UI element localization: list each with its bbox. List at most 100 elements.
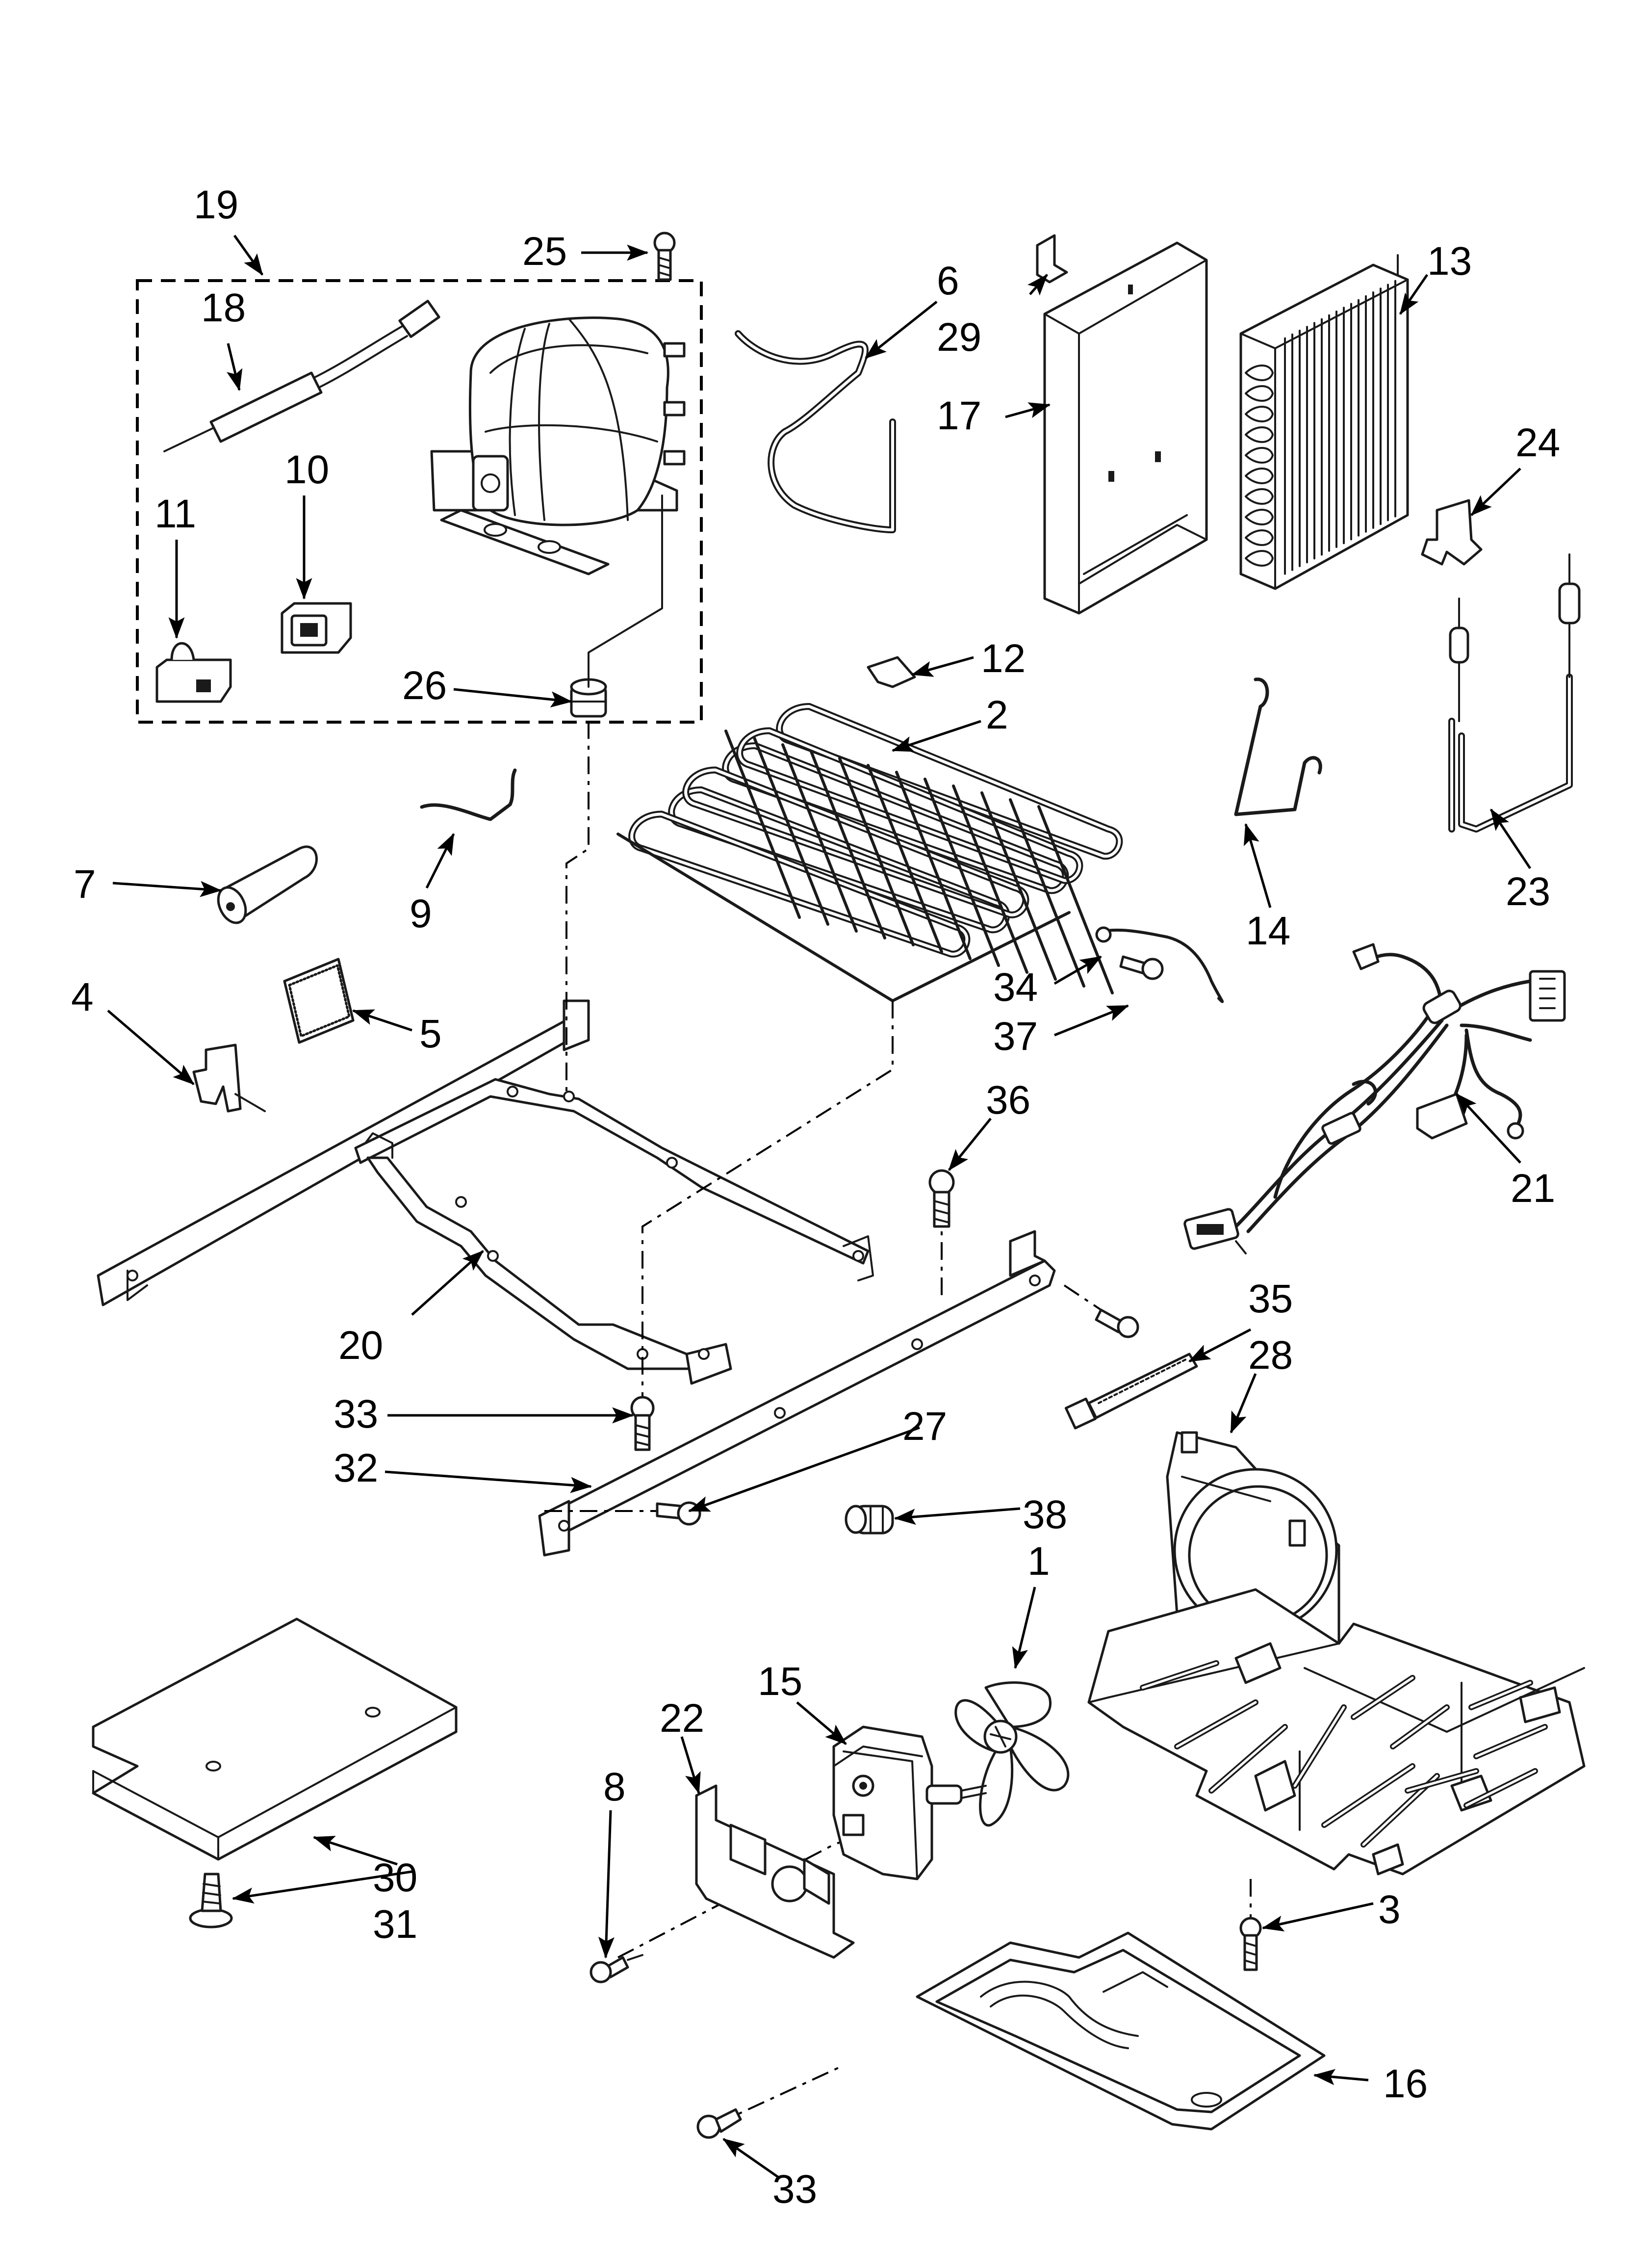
base-rib-inner xyxy=(1391,1706,1448,1748)
callout-30: 30 xyxy=(373,1855,417,1900)
screw-33-upper xyxy=(630,1396,655,1451)
screw-3 xyxy=(1239,1917,1262,1971)
base-pan xyxy=(1087,1588,1586,1876)
screw-27 xyxy=(656,1501,701,1526)
callout-labels: 19 18 25 6 29 17 13 24 10 11 26 12 2 14 … xyxy=(71,182,1560,2212)
centerline-compressor xyxy=(565,721,590,1094)
callout-35: 35 xyxy=(1248,1277,1293,1321)
filter-drier xyxy=(163,300,440,452)
callout-14: 14 xyxy=(1246,909,1290,953)
callout-11: 11 xyxy=(154,492,196,536)
callout-13: 13 xyxy=(1427,239,1472,284)
callout-36: 36 xyxy=(986,1078,1030,1122)
evaporator-fin-wire xyxy=(980,791,1057,981)
condenser-tube-bend xyxy=(1245,406,1274,422)
condenser-tube-bend xyxy=(1245,365,1274,381)
plug-38 xyxy=(845,1505,894,1535)
hanger-14 xyxy=(1234,678,1322,816)
foot-31 xyxy=(189,1873,233,1929)
evaporator-loop xyxy=(776,703,1123,860)
compressor xyxy=(430,316,686,575)
evaporator-fin-wire xyxy=(753,736,829,926)
evaporator-fin-wire xyxy=(867,764,943,953)
evaporator-fin-wire xyxy=(924,778,1000,967)
callout-21: 21 xyxy=(1511,1166,1555,1211)
evaporator-loop-inner xyxy=(630,812,969,956)
screw-8 xyxy=(590,1954,643,1983)
centerline-screw-33b xyxy=(716,2064,844,2125)
callout-27: 27 xyxy=(902,1404,947,1449)
callout-18: 18 xyxy=(201,286,246,330)
callout-20: 20 xyxy=(338,1323,383,1368)
bracket-24 xyxy=(1421,499,1483,566)
frame-rail-32 xyxy=(538,1230,1056,1557)
callout-28: 28 xyxy=(1248,1333,1293,1378)
callout-2: 2 xyxy=(986,693,1008,737)
callout-4: 4 xyxy=(71,975,94,1019)
base-rib-inner xyxy=(1470,1681,1532,1709)
evaporator-fin-wire xyxy=(895,771,972,960)
callout-12: 12 xyxy=(981,636,1026,681)
clip-12 xyxy=(867,656,916,688)
screw-33-lower xyxy=(696,2108,742,2139)
base-rib-inner xyxy=(1210,1725,1286,1792)
callout-34: 34 xyxy=(993,965,1038,1010)
callout-9: 9 xyxy=(410,891,432,936)
pad-5 xyxy=(283,958,355,1044)
callout-15: 15 xyxy=(758,1659,802,1704)
motor-bracket-22 xyxy=(695,1784,855,1959)
callout-24: 24 xyxy=(1515,420,1560,465)
callout-5: 5 xyxy=(419,1012,442,1056)
condenser-tube-bend xyxy=(1245,509,1274,525)
callout-17: 17 xyxy=(937,393,981,438)
evaporator-fin-wire xyxy=(781,743,858,933)
callout-37: 37 xyxy=(993,1014,1038,1059)
callout-33-lower: 33 xyxy=(772,2167,817,2212)
drain-tube-34 xyxy=(1095,926,1224,1003)
clip-4 xyxy=(192,1043,242,1113)
callout-8: 8 xyxy=(603,1765,626,1809)
condenser-tube-bend xyxy=(1245,426,1274,443)
base-rib-inner xyxy=(1176,1701,1257,1748)
callout-3: 3 xyxy=(1378,1887,1401,1932)
callout-23: 23 xyxy=(1506,869,1550,914)
callout-10: 10 xyxy=(284,447,329,492)
frame-rail-20 xyxy=(354,1078,874,1385)
fan-blade-1 xyxy=(954,1681,1070,1827)
screw-37 xyxy=(1119,955,1164,980)
callout-19: 19 xyxy=(194,182,238,227)
evaporator-fin-wire xyxy=(1009,798,1085,988)
callout-29: 29 xyxy=(937,315,981,360)
callout-7: 7 xyxy=(74,862,96,907)
fan-motor-15 xyxy=(832,1725,987,1880)
wire-harness-21 xyxy=(1183,943,1566,1254)
drain-pan-16 xyxy=(916,1931,1326,2131)
condenser-shroud-17 xyxy=(1043,241,1208,615)
base-rib-inner xyxy=(1293,1706,1345,1787)
base-rib-inner xyxy=(1406,1770,1478,1792)
overload-11 xyxy=(155,642,232,703)
condenser-tube-bend xyxy=(1245,385,1274,402)
leader-lines xyxy=(107,235,1532,2180)
tube-assembly-23 xyxy=(1448,553,1581,833)
condenser-tube-bend xyxy=(1245,488,1274,505)
panel-30 xyxy=(92,1617,458,1861)
callout-38: 38 xyxy=(1023,1492,1067,1537)
condenser-tube-bend xyxy=(1245,529,1274,546)
screw-25 xyxy=(653,232,676,281)
evaporator-loop-inner xyxy=(738,729,1081,882)
base-rib-inner xyxy=(1141,1662,1218,1689)
base-rib-inner xyxy=(1323,1765,1414,1826)
wire-9 xyxy=(420,768,517,821)
screw-right-rail xyxy=(1095,1308,1139,1338)
callout-33-upper: 33 xyxy=(334,1392,378,1436)
base-rib-inner xyxy=(1352,1676,1414,1719)
evaporator-fin-wire xyxy=(810,750,886,939)
condenser-tube-bend xyxy=(1245,550,1274,567)
condenser-tube-bend xyxy=(1245,468,1274,484)
evaporator-loop-inner xyxy=(778,705,1121,858)
callout-31: 31 xyxy=(373,1902,417,1947)
callout-1: 1 xyxy=(1027,1539,1050,1584)
condenser-13 xyxy=(1239,254,1409,590)
callout-26: 26 xyxy=(402,663,447,708)
